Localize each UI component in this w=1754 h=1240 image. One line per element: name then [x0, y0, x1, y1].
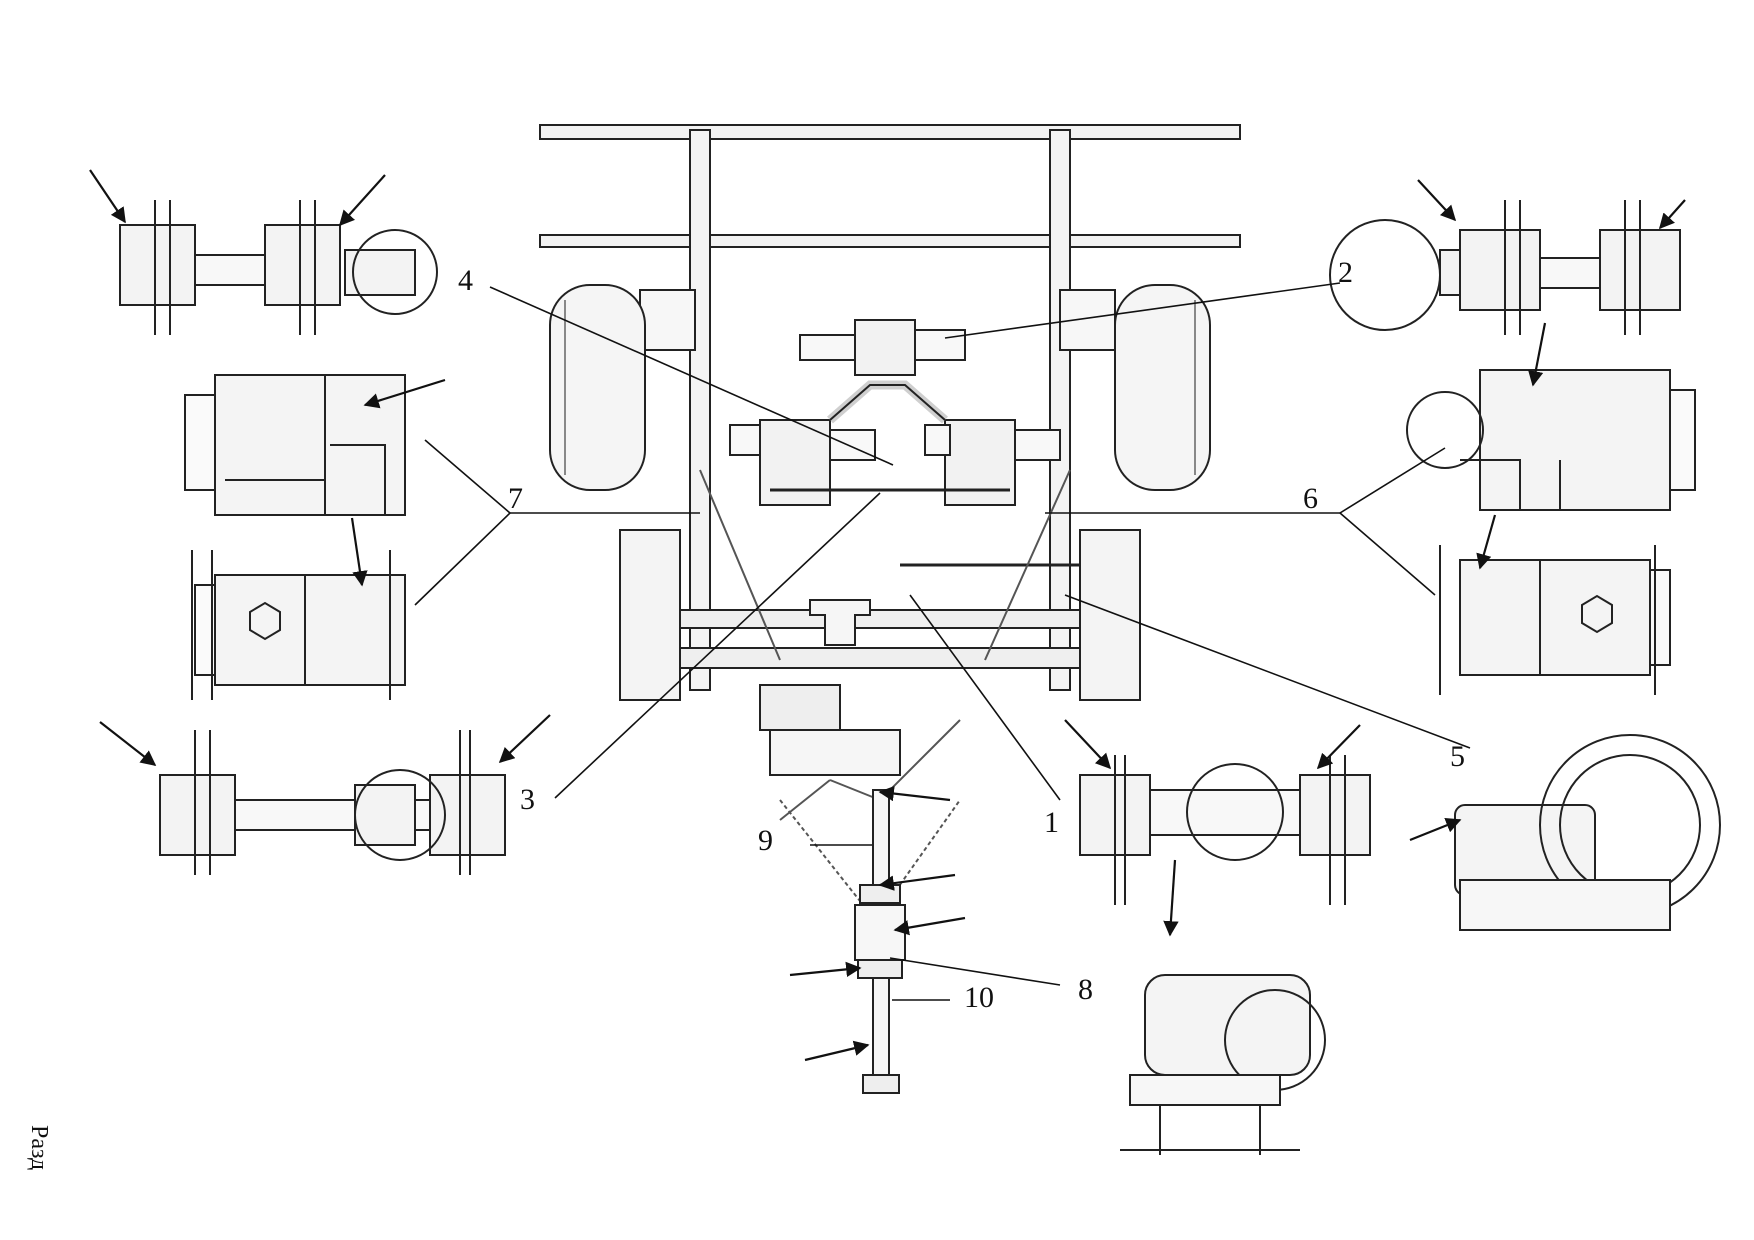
- right-gearbox: [924, 419, 1061, 506]
- arrow-icon: [1409, 817, 1462, 842]
- left-gearbox: [729, 419, 876, 506]
- lubrication-arrows: [89, 169, 1686, 1062]
- detail-housing-right-b: [1439, 545, 1671, 695]
- arrow-icon: [893, 916, 966, 936]
- callout-9: 9: [758, 824, 773, 857]
- callout-5: 5: [1450, 740, 1465, 773]
- leader-lines: [414, 282, 1471, 1001]
- callout-10: 10: [964, 981, 994, 1014]
- top-gearbox: [799, 319, 966, 376]
- arrow-icon: [99, 721, 157, 766]
- callout-8: 8: [1078, 973, 1093, 1006]
- arrow-icon: [804, 1040, 870, 1062]
- arrow-icon: [338, 174, 386, 227]
- detail-bearing-housing-bottom: [1120, 974, 1326, 1155]
- drawbar: [699, 469, 1071, 922]
- arrow-icon: [1528, 322, 1547, 387]
- detail-bearing-shaft-top-left: [119, 200, 438, 335]
- arrow-icon: [878, 873, 956, 891]
- arrow-icon: [1658, 199, 1686, 230]
- arrow-icon: [1417, 179, 1457, 222]
- arrow-icon: [1476, 514, 1497, 570]
- arrow-icon: [350, 517, 368, 587]
- arrow-icon: [1163, 859, 1179, 937]
- pto-shaft: [854, 789, 906, 1094]
- detail-bearing-shaft-top-right: [1329, 200, 1681, 335]
- callout-7: 7: [508, 482, 523, 515]
- arrow-icon: [878, 785, 951, 802]
- callout-4: 4: [458, 264, 473, 297]
- callout-2: 2: [1338, 256, 1353, 289]
- right-wheel: [1114, 284, 1211, 491]
- callout-6: 6: [1303, 482, 1318, 515]
- callout-3: 3: [520, 783, 535, 816]
- callout-1: 1: [1044, 806, 1059, 839]
- detail-housing-left-a: [184, 374, 406, 516]
- arrow-icon: [789, 961, 862, 978]
- machine-frame: [539, 124, 1241, 701]
- arrow-icon: [89, 169, 126, 224]
- arrow-icon: [363, 378, 446, 409]
- arrow-icon: [498, 714, 551, 764]
- detail-bearing-shaft-bottom-left: [159, 730, 506, 875]
- arrow-icon: [1064, 719, 1112, 770]
- page-side-caption: Разд: [26, 1125, 52, 1171]
- arrow-icon: [1316, 724, 1361, 770]
- left-wheel: [549, 284, 646, 491]
- detail-bearing-shaft-mid-right: [1079, 755, 1371, 905]
- detail-housing-left-b: [191, 550, 406, 700]
- detail-sprocket-drive-right: [1454, 734, 1721, 931]
- detail-housing-right-a: [1406, 369, 1696, 511]
